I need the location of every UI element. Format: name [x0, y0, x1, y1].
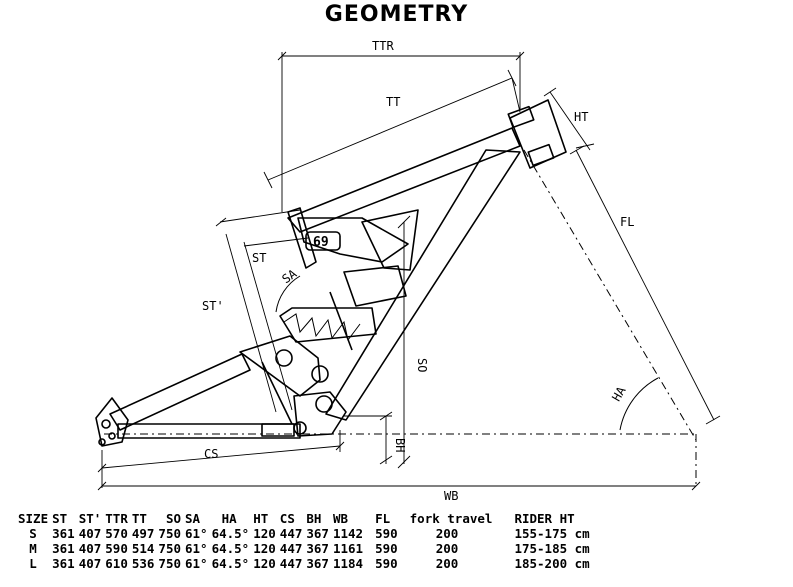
cell-so: 750	[158, 556, 181, 571]
cell-cs: 447	[279, 556, 303, 571]
table-row: M 361 407 590 514 750 61° 64.5° 120 447 …	[18, 541, 594, 556]
geometry-table: SIZE ST ST' TTR TT SO SA HA HT CS BH WB …	[18, 511, 594, 571]
cell-wb: 1142	[332, 526, 364, 541]
cell-size: L	[29, 556, 37, 571]
header-st-prime: ST'	[78, 511, 102, 526]
seat-tube-dimensions: ST ST' SA	[202, 209, 309, 413]
rear-shock	[279, 265, 407, 351]
wheelbase-dimension: WB	[97, 481, 701, 503]
fork-length-dimension: FL	[569, 145, 721, 425]
chainstay-dimension: CS	[97, 430, 345, 488]
cell-fl: 590	[375, 556, 398, 571]
header-bh: BH	[306, 511, 322, 526]
label-ttr: TTR	[372, 39, 394, 53]
label-ha: HA	[609, 384, 629, 404]
cell-so: 750	[158, 526, 181, 541]
cell-ht: 120	[253, 556, 276, 571]
cell-ha: 64.5°	[211, 556, 250, 571]
header-ttr: TTR	[105, 511, 128, 526]
cell-ha: 64.5°	[211, 526, 250, 541]
ttr-dimension: TTR	[277, 39, 525, 212]
cell-wb: 1161	[332, 541, 364, 556]
cell-size: M	[29, 541, 37, 556]
rocker-link: 69	[297, 209, 419, 271]
cell-sa: 61°	[185, 541, 208, 556]
cell-sa: 61°	[185, 556, 208, 571]
header-cs: CS	[279, 511, 295, 526]
table-row: S 361 407 570 497 750 61° 64.5° 120 447 …	[18, 526, 594, 541]
cell-fl: 590	[375, 541, 398, 556]
cell-rider-ht: 175-185 cm	[514, 541, 590, 556]
header-so: SO	[165, 511, 181, 526]
cell-sa: 61°	[185, 526, 208, 541]
tt-dimension: TT	[263, 69, 521, 189]
label-st: ST	[252, 251, 266, 265]
header-st: ST	[52, 511, 68, 526]
bb-height-dimension: BH	[344, 411, 407, 465]
cell-bh: 367	[306, 556, 329, 571]
header-sa: SA	[185, 511, 201, 526]
cell-st: 361	[52, 556, 75, 571]
cell-bh: 367	[306, 526, 329, 541]
cell-so: 750	[158, 541, 181, 556]
cell-fork-travel: 200	[435, 541, 459, 556]
geometry-drawing: TTR TT HT FL HA	[95, 39, 721, 503]
header-ht: HT	[253, 511, 269, 526]
cell-st: 361	[52, 526, 75, 541]
cell-cs: 447	[279, 526, 303, 541]
cell-st: 361	[52, 541, 75, 556]
header-ha: HA	[221, 511, 237, 526]
cell-ttr: 590	[105, 541, 128, 556]
label-cs: CS	[204, 447, 218, 461]
cell-ht: 120	[253, 541, 276, 556]
label-so: SO	[415, 358, 429, 372]
cell-fork-travel: 200	[435, 556, 459, 571]
cell-tt: 514	[131, 541, 155, 556]
cell-st-prime: 407	[78, 526, 102, 541]
cell-st-prime: 407	[78, 541, 102, 556]
cell-ha: 64.5°	[211, 541, 250, 556]
cell-fork-travel: 200	[435, 526, 459, 541]
cell-fl: 590	[375, 526, 398, 541]
front-triangle	[287, 127, 521, 421]
table-row: L 361 407 610 536 750 61° 64.5° 120 447 …	[18, 556, 594, 571]
header-fl: FL	[375, 511, 391, 526]
label-bh: BH	[393, 438, 407, 452]
steering-axis	[523, 149, 697, 441]
label-st-prime: ST'	[202, 299, 224, 313]
cell-tt: 497	[131, 526, 155, 541]
label-fl: FL	[620, 215, 634, 229]
cell-tt: 536	[131, 556, 155, 571]
header-fork-travel: fork travel	[409, 511, 493, 526]
header-tt: TT	[131, 511, 147, 526]
label-sa: SA	[279, 266, 300, 286]
cell-bh: 367	[306, 541, 329, 556]
cell-rider-ht: 155-175 cm	[514, 526, 590, 541]
standover-dimension: SO	[397, 215, 429, 469]
cell-st-prime: 407	[78, 556, 102, 571]
head-tube: HT	[507, 87, 595, 169]
cell-ttr: 610	[105, 556, 128, 571]
label-wb: WB	[444, 489, 458, 503]
cell-wb: 1184	[332, 556, 364, 571]
diagram-title: GEOMETRY	[324, 2, 469, 27]
header-rider-ht: RIDER HT	[514, 511, 575, 526]
cell-ht: 120	[253, 526, 276, 541]
swingarm	[95, 335, 347, 447]
frame-badge: 69	[313, 235, 329, 250]
label-tt: TT	[386, 95, 400, 109]
cell-ttr: 570	[105, 526, 128, 541]
head-angle-indicator: HA	[609, 377, 659, 431]
header-size: SIZE	[18, 511, 49, 526]
cell-cs: 447	[279, 541, 303, 556]
cell-size: S	[29, 526, 37, 541]
cell-rider-ht: 185-200 cm	[514, 556, 590, 571]
label-ht: HT	[574, 110, 588, 124]
header-wb: WB	[332, 511, 349, 526]
table-header-row: SIZE ST ST' TTR TT SO SA HA HT CS BH WB …	[18, 511, 594, 526]
